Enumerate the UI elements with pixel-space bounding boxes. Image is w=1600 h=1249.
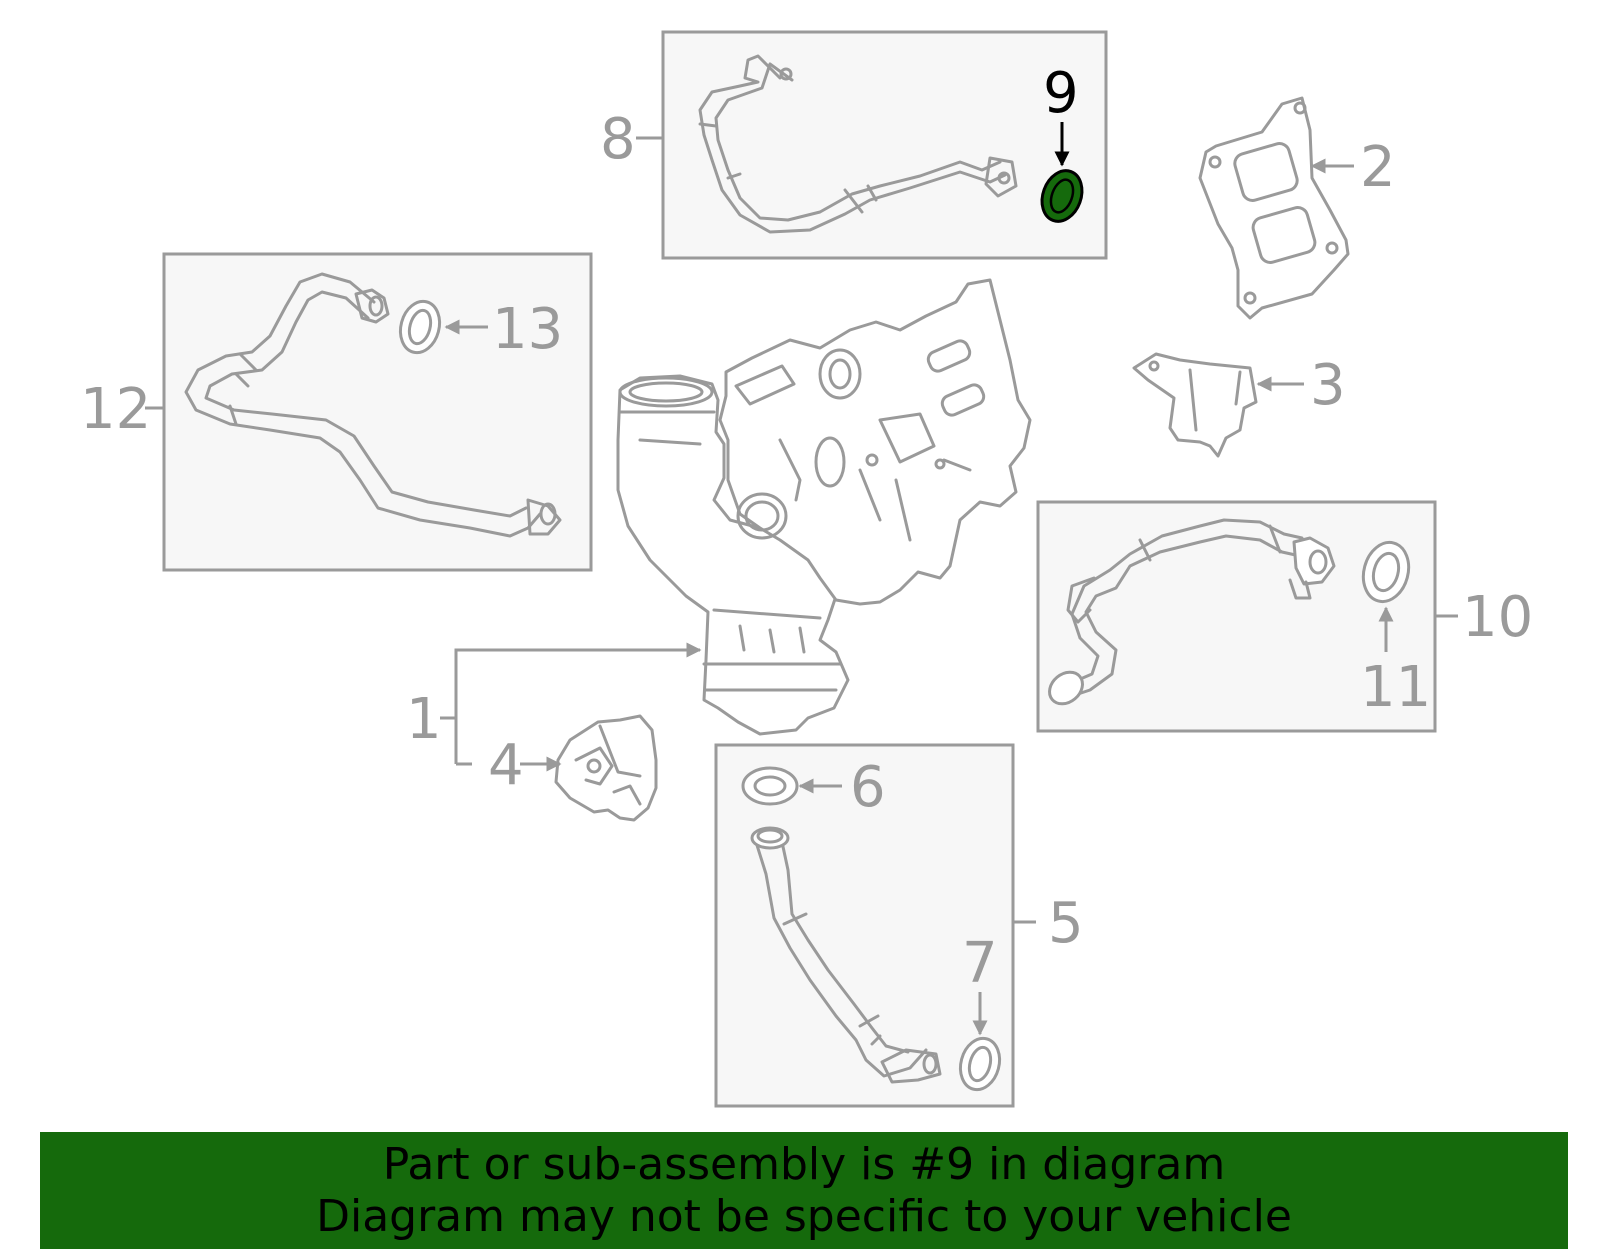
gasket-part-2[interactable] [1198, 96, 1350, 320]
heat-shield-part-4[interactable] [554, 714, 658, 822]
group-box-12 [162, 252, 593, 572]
callout-10: 10 [1462, 585, 1533, 650]
callout-12: 12 [80, 377, 151, 442]
banner-line-2: Diagram may not be specific to your vehi… [316, 1190, 1292, 1242]
group-box-5 [714, 743, 1015, 1108]
callout-9: 9 [1043, 61, 1079, 126]
coolant-line-part-10[interactable] [1043, 518, 1336, 710]
seal-ring-part-9[interactable] [1035, 165, 1088, 227]
bracket-part-3[interactable] [1132, 352, 1258, 458]
seal-ring-part-11[interactable] [1357, 537, 1415, 606]
callout-8: 8 [600, 107, 636, 172]
callout-5: 5 [1048, 891, 1084, 956]
oil-return-line-part-5[interactable] [750, 826, 942, 1084]
callout-13: 13 [492, 297, 563, 362]
oil-feed-line-part-8[interactable] [698, 54, 1018, 234]
info-banner: Part or sub-assembly is #9 in diagram Di… [40, 1132, 1568, 1249]
group-box-8 [661, 30, 1108, 260]
callout-4: 4 [488, 733, 524, 798]
callout-7: 7 [962, 931, 998, 996]
callout-2: 2 [1360, 135, 1396, 200]
callout-6: 6 [850, 755, 886, 820]
leader-1 [454, 642, 702, 764]
seal-ring-part-13[interactable] [395, 297, 445, 357]
callout-1: 1 [406, 687, 442, 752]
banner-line-1: Part or sub-assembly is #9 in diagram [382, 1138, 1226, 1190]
seal-ring-part-7[interactable] [955, 1034, 1005, 1094]
coolant-hose-part-12[interactable] [184, 272, 562, 538]
callout-3: 3 [1310, 353, 1346, 418]
callout-11: 11 [1360, 655, 1431, 720]
turbocharger-part-1[interactable] [616, 278, 1032, 736]
seal-ring-part-6[interactable] [741, 766, 799, 806]
group-box-10 [1036, 500, 1437, 733]
